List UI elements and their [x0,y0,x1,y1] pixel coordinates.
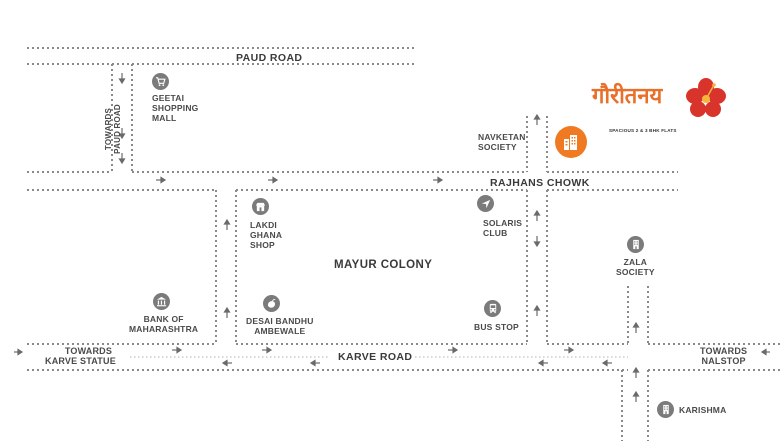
solaris-club-label: SOLARIS CLUB [483,218,523,238]
arrow-up-icon [632,366,640,378]
arrow-up-icon [223,218,231,230]
bank-icon [153,293,170,310]
shop-icon [252,198,269,215]
building-icon [657,401,674,418]
arrow-right-icon [156,176,167,184]
lakdi-ghana-shop-label: LAKDI GHANA SHOP [250,220,283,250]
project-tagline: SPACIOUS 2 & 3 BHK FLATS [609,128,677,133]
zala-society-label: ZALA SOCIETY [616,257,655,277]
building-icon [627,236,644,253]
bus-icon [484,300,501,317]
arrow-left-icon [221,359,232,367]
towards-paud-road-label: TOWARDS PAUD ROAD [104,104,122,154]
arrow-down-icon [118,153,126,165]
paud-road-label: PAUD ROAD [236,52,303,64]
navketan-society-label: NAVKETAN SOCIETY [478,132,526,152]
karishma-label: KARISHMA [679,405,727,415]
desai-bandhu-ambewale-label: DESAI BANDHU AMBEWALE [246,316,314,336]
arrow-left-icon [537,359,548,367]
mango-icon [263,295,280,312]
arrow-left-icon [309,359,320,367]
arrow-up-icon [632,390,640,402]
project-building-icon[interactable] [555,126,587,158]
arrow-left-icon [601,359,612,367]
arrow-up-icon [632,321,640,333]
shopping-cart-icon [152,73,169,90]
project-logo-text: गौरीतनय [592,83,663,109]
arrow-right-icon [448,346,459,354]
arrow-right-icon [14,348,24,356]
arrow-right-icon [268,176,279,184]
arrow-right-icon [564,346,575,354]
arrow-up-icon [533,113,541,125]
arrow-up-icon [223,306,231,318]
arrow-up-icon [533,304,541,316]
arrow-right-icon [433,176,444,184]
towards-karve-statue-label: TOWARDS KARVE STATUE [45,346,116,366]
karve-road-label: KARVE ROAD [338,351,413,363]
rajhans-chowk-label: RAJHANS CHOWK [490,177,590,189]
traffic-arrows [14,73,770,402]
arrow-left-icon [760,348,770,356]
mayur-colony-label: MAYUR COLONY [334,259,433,271]
arrow-down-icon [533,236,541,248]
bank-of-maharashtra-label: BANK OF MAHARASHTRA [129,314,199,334]
arrow-down-icon [118,73,126,85]
hibiscus-flower-icon [686,78,726,117]
bus-stop-label: BUS STOP [474,322,519,332]
arrow-up-icon [533,209,541,221]
geetai-shopping-mall-label: GEETAI SHOPPING MALL [152,93,199,123]
arrow-down-icon [118,128,126,140]
navigation-icon [477,195,494,212]
towards-nalstop-label: TOWARDS NALSTOP [700,346,748,366]
arrow-right-icon [262,346,273,354]
arrow-right-icon [172,346,183,354]
